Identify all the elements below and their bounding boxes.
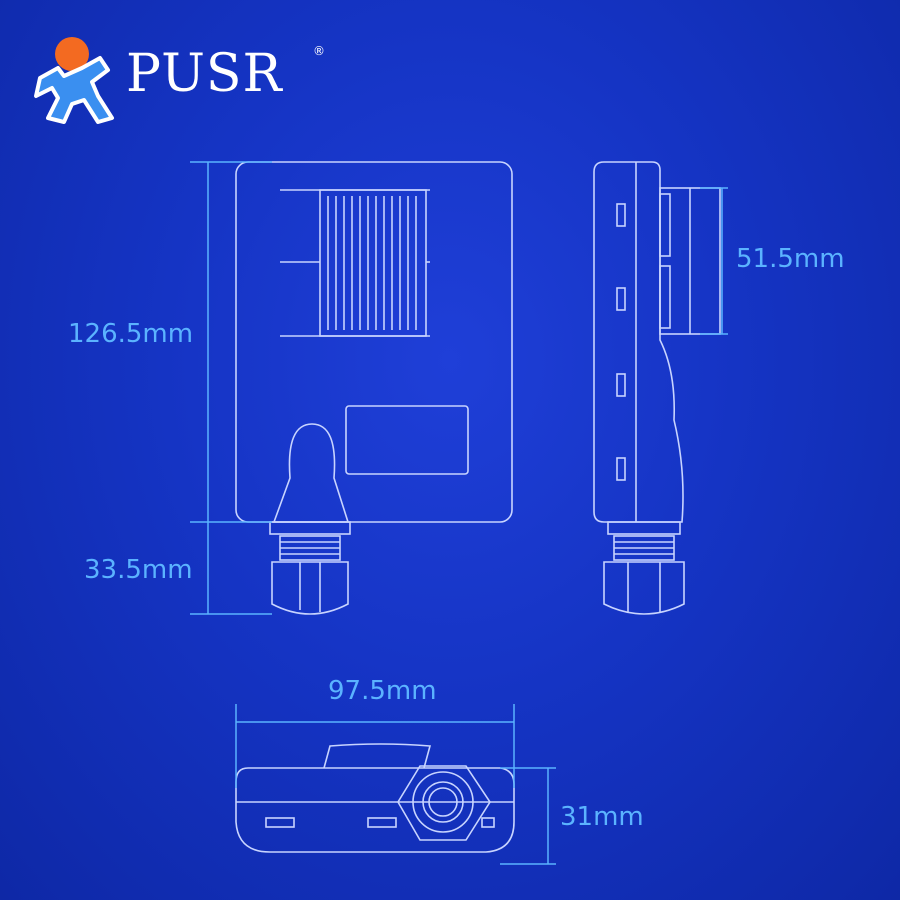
bottom-view (235, 743, 515, 853)
front-view (235, 161, 513, 615)
dimension-thickness: 31mm (560, 802, 644, 832)
pusr-logo-icon (34, 37, 114, 124)
brand-name: PUSR (126, 44, 283, 104)
side-view (593, 161, 721, 615)
heatsink-fins (327, 196, 417, 330)
dimension-depth-bracket: 51.5mm (736, 244, 845, 274)
dimension-width: 97.5mm (328, 676, 437, 706)
dimension-height-main: 126.5mm (68, 319, 194, 349)
dimension-lines (190, 161, 728, 865)
dimension-height-connector: 33.5mm (84, 555, 193, 585)
registered-mark: ® (313, 44, 325, 58)
